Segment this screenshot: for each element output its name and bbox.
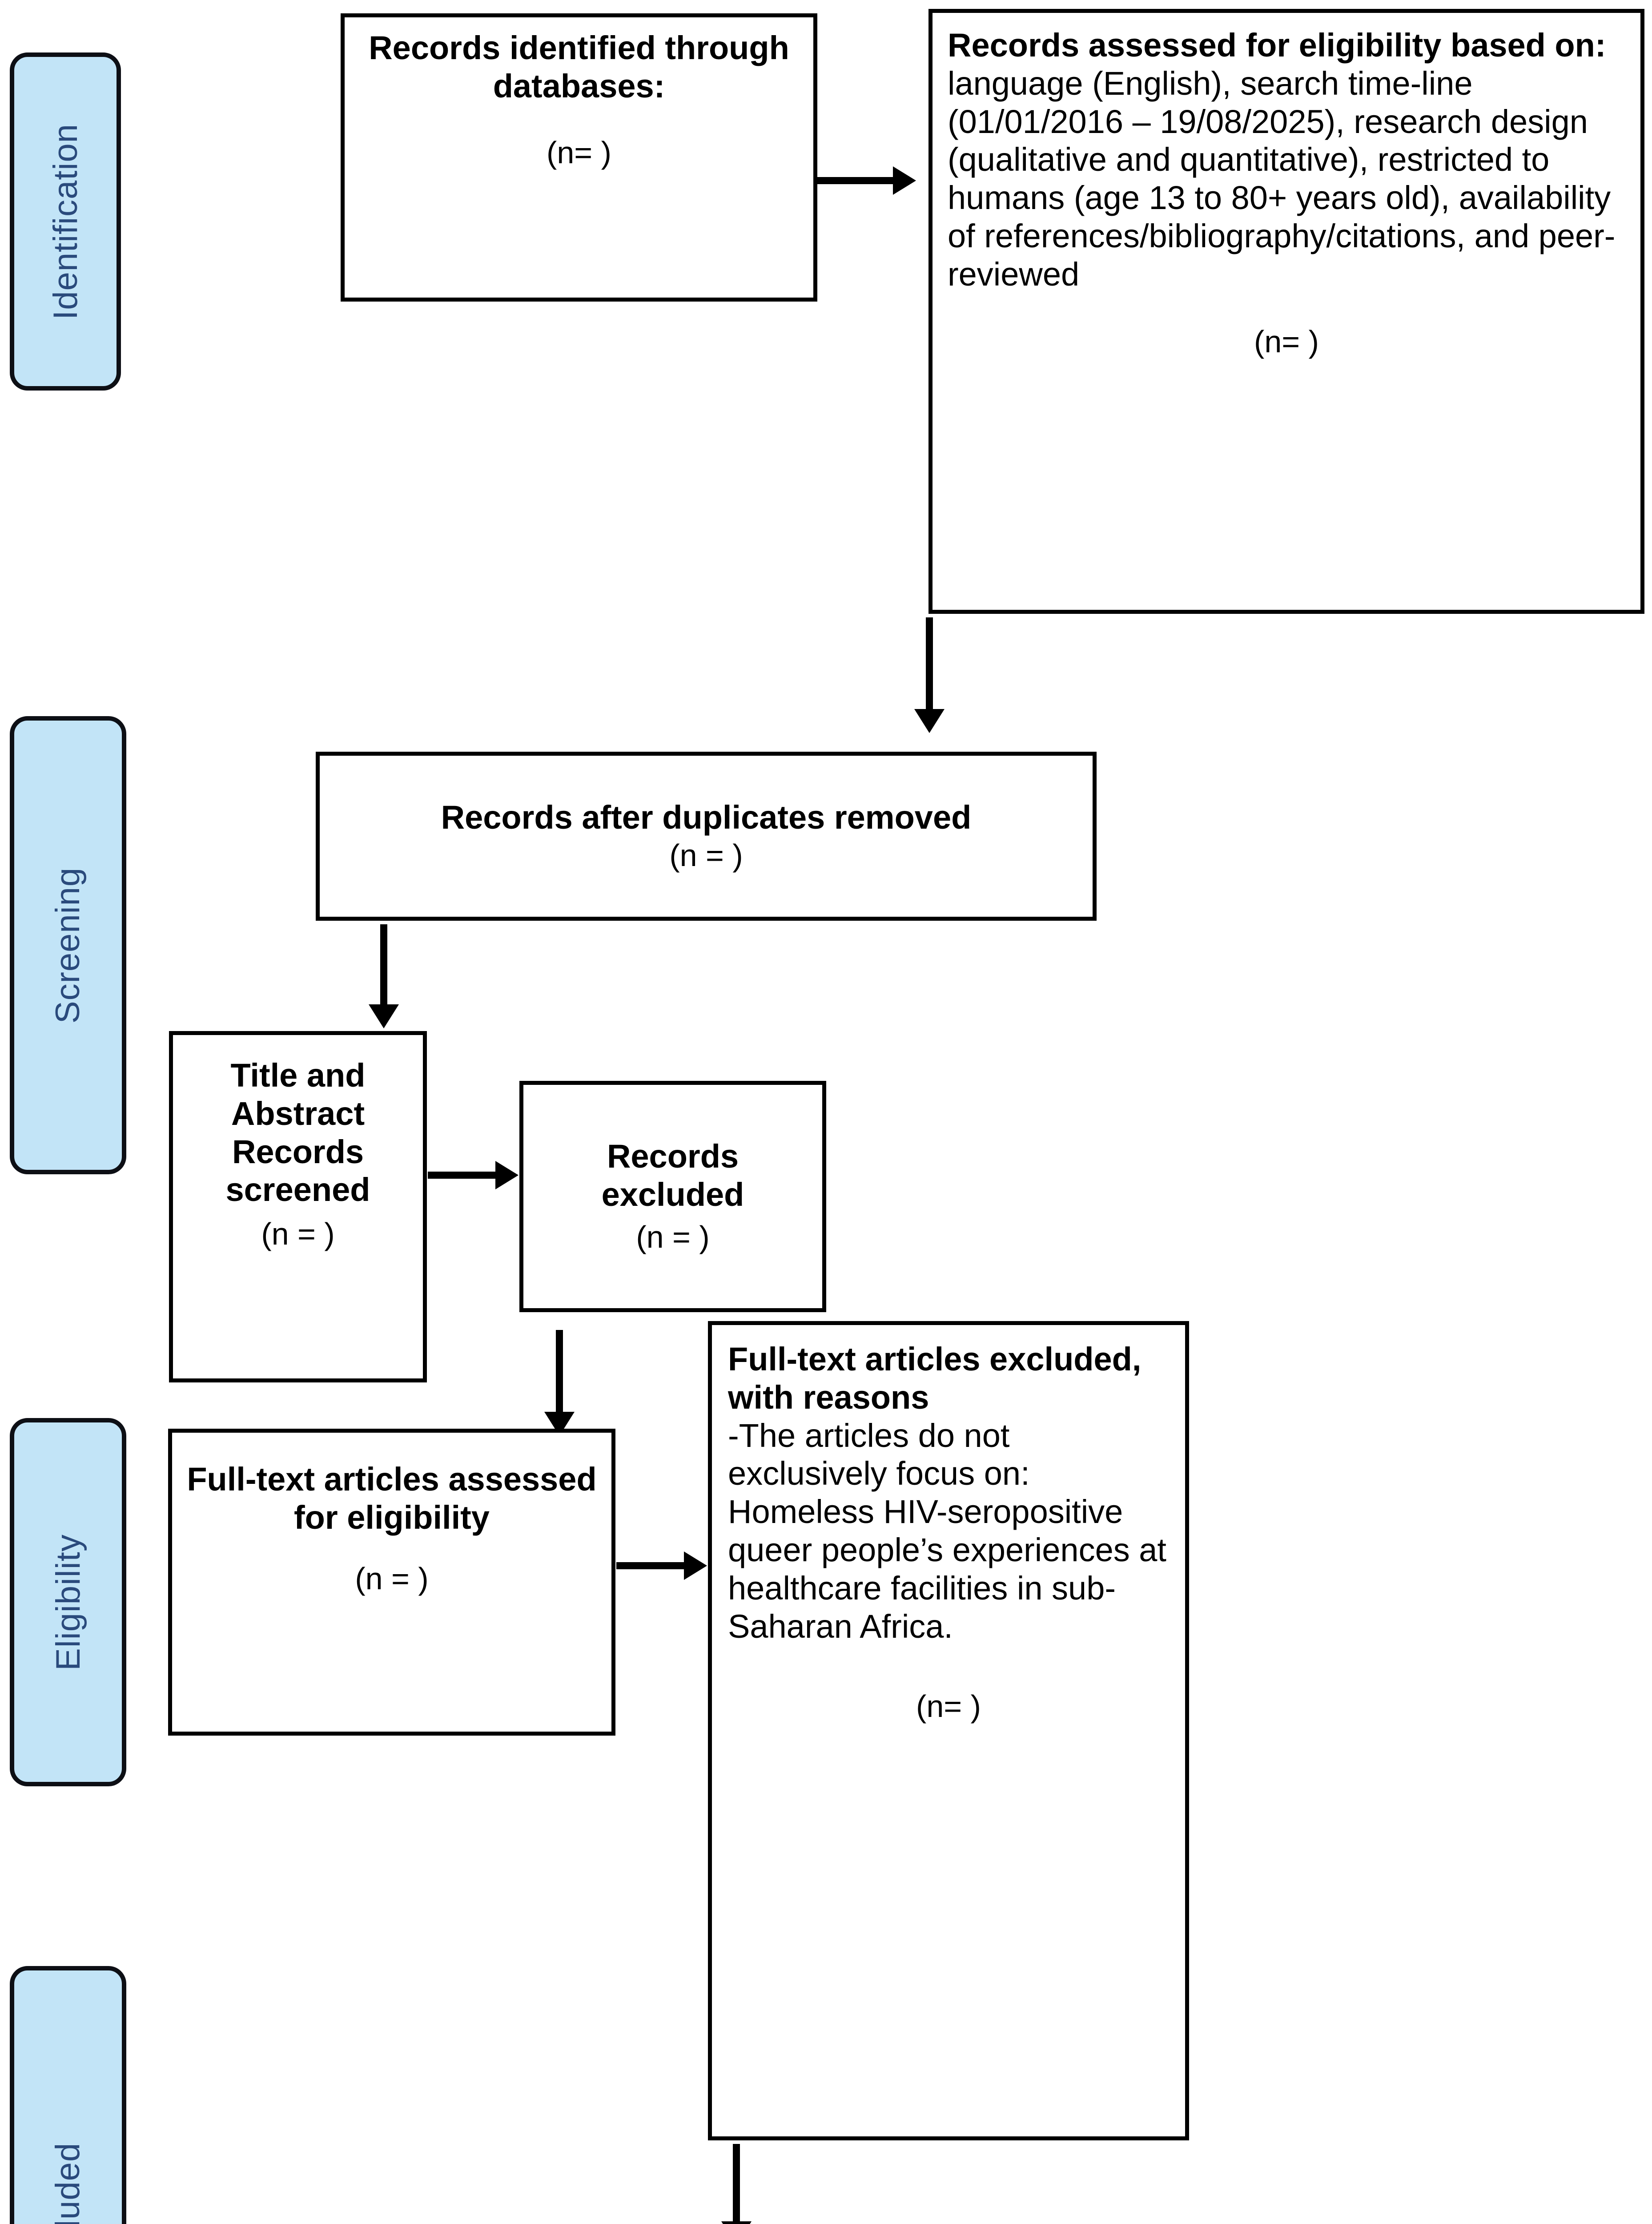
box-records-assessed-body: language (English), search time-line (01… xyxy=(948,64,1616,293)
connector-screened-to-excluded-line xyxy=(428,1172,498,1179)
connector-duplicates-to-screened-arrowhead xyxy=(369,1004,399,1028)
connector-screened-to-excluded-arrowhead xyxy=(495,1161,519,1189)
box-title-abstract-screened: Title and Abstract Records screened (n =… xyxy=(169,1031,427,1382)
box-records-excluded-count: (n = ) xyxy=(636,1219,710,1254)
stage-label-included: Included xyxy=(10,1966,126,2224)
box-records-assessed: Records assessed for eligibility based o… xyxy=(928,9,1644,614)
connector-excluded-reasons-to-included-arrowhead xyxy=(721,2221,752,2224)
box-records-assessed-text: Records assessed for eligibility based o… xyxy=(948,26,1625,294)
connector-excluded-reasons-to-included-line xyxy=(733,2144,740,2224)
box-title-abstract-screened-count: (n = ) xyxy=(261,1217,335,1252)
connector-duplicates-to-screened-line xyxy=(380,924,387,1010)
stage-label-identification: Identification xyxy=(10,52,121,391)
stage-label-included-text: Included xyxy=(49,2142,87,2224)
box-records-identified: Records identified through databases: (n… xyxy=(341,13,817,302)
box-records-identified-count: (n= ) xyxy=(547,135,611,170)
stage-label-screening-text: Screening xyxy=(49,867,87,1023)
box-fulltext-excluded-reasons-count: (n= ) xyxy=(916,1688,981,1724)
connector-assessed-to-duplicates-line xyxy=(926,617,933,713)
box-fulltext-excluded-reasons: Full-text articles excluded, with reason… xyxy=(708,1321,1189,2140)
connector-assessed-to-duplicates-arrowhead xyxy=(914,709,945,733)
connector-fulltext-to-excluded-reasons-arrowhead xyxy=(684,1551,707,1580)
box-duplicates-removed: Records after duplicates removed (n = ) xyxy=(316,752,1097,921)
box-title-abstract-screened-title: Title and Abstract Records screened xyxy=(225,1057,370,1209)
connector-identified-to-assessed-arrowhead xyxy=(893,166,916,195)
box-fulltext-assessed-title: Full-text articles assessed for eligibil… xyxy=(187,1461,597,1536)
box-fulltext-excluded-reasons-body: -The articles do not exclusively focus o… xyxy=(728,1417,1166,1645)
box-records-excluded: Records excluded (n = ) xyxy=(519,1081,826,1312)
connector-excluded-to-fulltext-line xyxy=(556,1330,563,1417)
box-fulltext-assessed-count: (n = ) xyxy=(355,1561,429,1596)
stage-label-eligibility: Eligibility xyxy=(10,1418,126,1786)
box-duplicates-removed-count: (n = ) xyxy=(669,838,743,873)
connector-fulltext-to-excluded-reasons-line xyxy=(616,1562,687,1569)
box-records-assessed-count: (n= ) xyxy=(1254,324,1319,359)
box-fulltext-excluded-reasons-title: Full-text articles excluded, with reason… xyxy=(728,1341,1142,1416)
box-fulltext-assessed: Full-text articles assessed for eligibil… xyxy=(168,1429,615,1736)
box-records-identified-title: Records identified through databases: xyxy=(369,29,789,105)
stage-label-screening: Screening xyxy=(10,716,126,1174)
box-records-excluded-title: Records excluded xyxy=(601,1138,744,1213)
box-duplicates-removed-title: Records after duplicates removed xyxy=(441,799,972,836)
connector-identified-to-assessed-line xyxy=(817,177,896,184)
box-records-assessed-title: Records assessed for eligibility based o… xyxy=(948,27,1606,64)
stage-label-identification-text: Identification xyxy=(46,123,84,320)
stage-label-eligibility-text: Eligibility xyxy=(49,1534,87,1671)
